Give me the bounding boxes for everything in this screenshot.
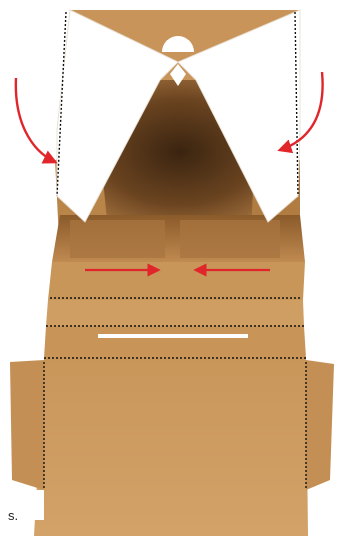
slot [98,334,248,338]
right-side-tab [306,360,334,490]
flat-panels [10,300,334,536]
box-front-panel [48,262,305,300]
curved-arrow-left-icon [16,78,55,162]
interior-floor [52,215,305,262]
caption-fragment: s. [8,508,18,523]
left-side-tab [10,360,44,490]
